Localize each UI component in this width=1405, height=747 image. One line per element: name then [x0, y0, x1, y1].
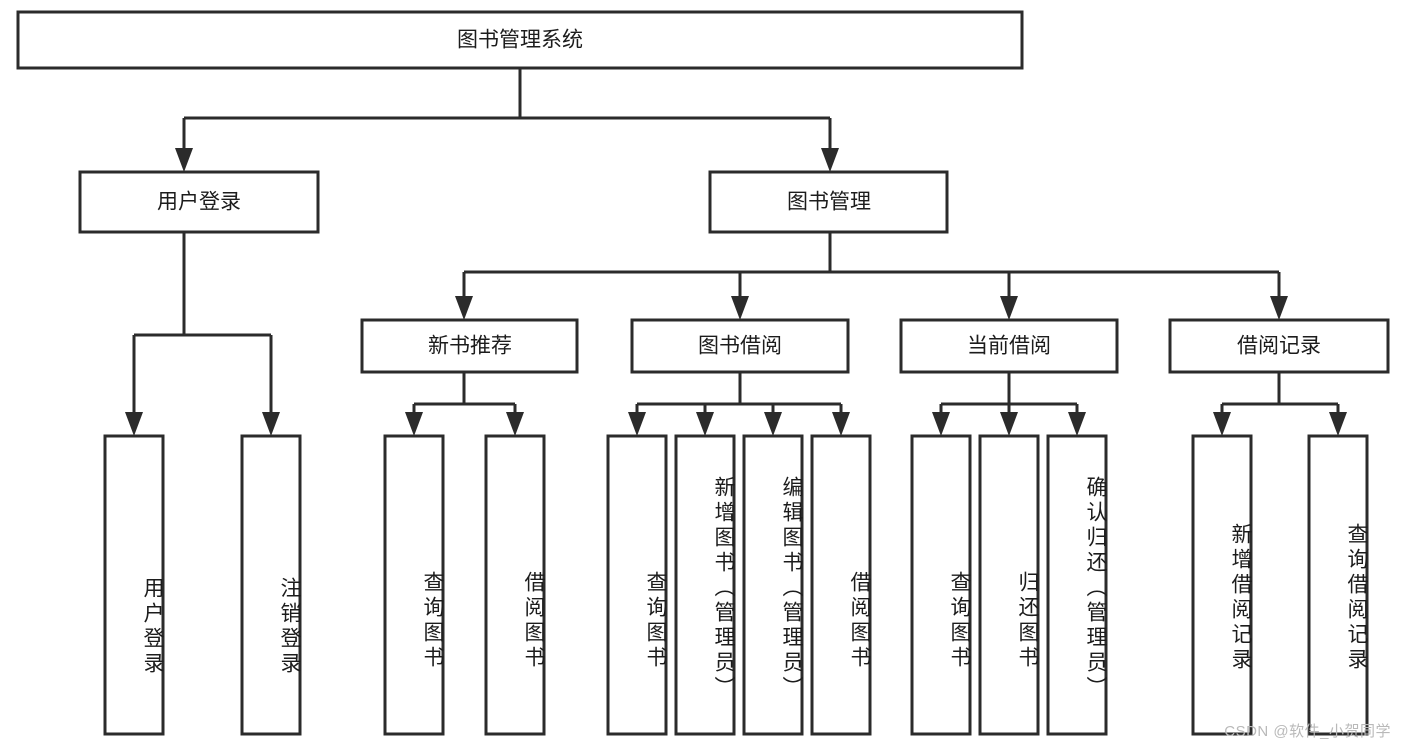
node-box-leaf-return-book[interactable] — [978, 434, 1040, 736]
node-label-new-book-recommend: 新书推荐 — [428, 335, 512, 358]
node-box-leaf-edit-book[interactable] — [742, 434, 804, 736]
node-box-leaf-query-record[interactable] — [1307, 434, 1369, 736]
connector-group-current-borrow — [932, 372, 1086, 436]
arrow-head-user-leaf2 — [262, 412, 280, 436]
arrow-head-to-borrow-record — [1270, 296, 1288, 320]
node-box-leaf-add-record[interactable] — [1191, 434, 1253, 736]
node-box-leaf-query-book-3[interactable] — [910, 434, 972, 736]
node-box-leaf-user-login[interactable] — [103, 434, 165, 736]
connector-group-new-book — [405, 372, 524, 436]
connector-group-user-login — [125, 232, 280, 436]
connector-group-book-borrow — [628, 372, 850, 436]
arrow-head-borrow-l4 — [832, 412, 850, 436]
node-box-book-borrow[interactable] — [630, 318, 850, 374]
node-box-leaf-confirm-return[interactable] — [1046, 434, 1108, 736]
arrow-head-to-user-login — [175, 148, 193, 172]
node-box-borrow-record[interactable] — [1168, 318, 1390, 374]
arrow-head-current-l1 — [932, 412, 950, 436]
node-box-root[interactable] — [16, 10, 1024, 70]
arrow-head-to-book-manage — [821, 148, 839, 172]
arrow-head-record-l1 — [1213, 412, 1231, 436]
node-box-book-manage[interactable] — [708, 170, 949, 234]
arrow-head-current-l2 — [1000, 412, 1018, 436]
connector-group-book-manage — [455, 232, 1288, 320]
node-box-new-book-recommend[interactable] — [360, 318, 579, 374]
connector-group-root — [175, 68, 839, 172]
arrow-head-to-new-book — [455, 296, 473, 320]
node-label-book-manage: 图书管理 — [787, 191, 871, 214]
watermark-label: CSDN @软件_小贺同学 — [1224, 723, 1391, 740]
connector-group-borrow-record — [1213, 372, 1347, 436]
node-box-leaf-query-book-2[interactable] — [606, 434, 668, 736]
arrow-head-user-leaf1 — [125, 412, 143, 436]
node-label-borrow-record: 借阅记录 — [1237, 335, 1321, 358]
node-label-root: 图书管理系统 — [457, 29, 583, 52]
node-box-leaf-add-book[interactable] — [674, 434, 736, 736]
node-label-current-borrow: 当前借阅 — [967, 335, 1051, 358]
node-box-leaf-borrow-book-2[interactable] — [810, 434, 872, 736]
arrow-head-newbook-l1 — [405, 412, 423, 436]
node-box-current-borrow[interactable] — [899, 318, 1119, 374]
arrow-head-current-l3 — [1068, 412, 1086, 436]
arrow-head-to-current-borrow — [1000, 296, 1018, 320]
node-label-book-borrow: 图书借阅 — [698, 335, 782, 358]
node-box-leaf-query-book-1[interactable] — [383, 434, 445, 736]
node-label-user-login: 用户登录 — [157, 191, 241, 214]
arrow-head-to-book-borrow — [731, 296, 749, 320]
arrow-head-borrow-l1 — [628, 412, 646, 436]
arrow-head-record-l2 — [1329, 412, 1347, 436]
arrow-head-newbook-l2 — [506, 412, 524, 436]
node-box-user-login[interactable] — [78, 170, 320, 234]
node-box-leaf-logout[interactable] — [240, 434, 302, 736]
node-box-leaf-borrow-book-1[interactable] — [484, 434, 546, 736]
arrow-head-borrow-l3 — [764, 412, 782, 436]
arrow-head-borrow-l2 — [696, 412, 714, 436]
